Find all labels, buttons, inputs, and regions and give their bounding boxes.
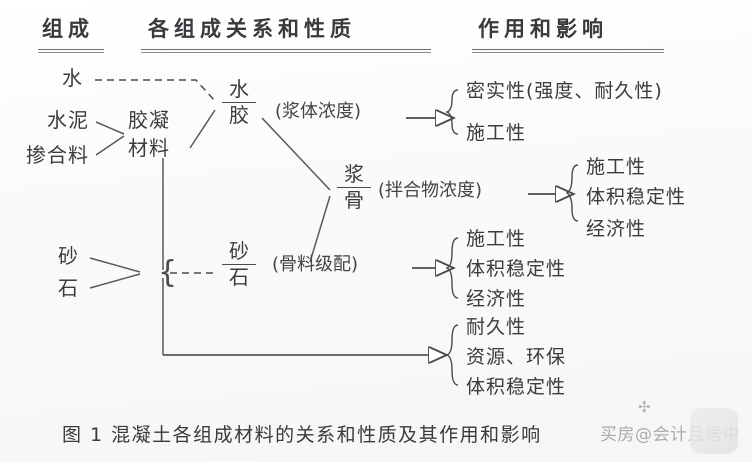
header-rule-composition bbox=[38, 49, 104, 53]
ratio-sand-stone-note: (骨料级配) bbox=[272, 254, 359, 275]
wire-admixture-to-binder bbox=[95, 135, 125, 156]
input-node-sand: 砂 bbox=[58, 244, 79, 268]
ratio-water-binder-bar bbox=[222, 102, 256, 103]
wire-stone-to-junction bbox=[89, 273, 141, 289]
ratio-water-binder-numerator: 水 bbox=[229, 77, 249, 101]
wire-sand-to-junction bbox=[89, 257, 141, 273]
outcome-group4-item1: 耐久性 bbox=[466, 316, 527, 338]
outcome-group1-item1: 密实性(强度、耐久性) bbox=[466, 80, 663, 102]
watermark-splatter-icon: ✣ bbox=[638, 398, 651, 416]
column-header-relations: 各组成关系和性质 bbox=[148, 17, 356, 41]
column-header-effects: 作用和影响 bbox=[478, 17, 608, 41]
ratio-sand-stone-bar bbox=[222, 264, 256, 265]
intermediate-node-binder-line2: 材料 bbox=[128, 136, 170, 160]
outcome-group3-item3: 经济性 bbox=[466, 288, 527, 310]
ratio-water-binder: 水 胶 bbox=[222, 78, 256, 127]
header-rule-relations bbox=[141, 49, 431, 53]
outcome-group3-item1: 施工性 bbox=[466, 228, 527, 250]
ratio-water-binder-denominator: 胶 bbox=[229, 103, 249, 127]
brace-group4 bbox=[445, 324, 459, 386]
input-node-cement: 水泥 bbox=[47, 108, 89, 132]
wire-cement-to-binder bbox=[95, 121, 125, 135]
wire-waterbinder-to-paste bbox=[261, 117, 331, 191]
wire-binder-to-water-binder-ratio bbox=[189, 109, 216, 149]
wire-aggregate-to-paste bbox=[309, 195, 331, 263]
ratio-water-binder-note: (浆体浓度) bbox=[275, 101, 362, 122]
brace-group1 bbox=[445, 89, 459, 135]
column-header-composition: 组成 bbox=[42, 17, 94, 41]
watermark-app-badge bbox=[690, 408, 738, 454]
junction-brace-aggregate: { bbox=[158, 255, 178, 290]
header-rule-effects bbox=[472, 49, 664, 53]
intermediate-node-binder-line1: 胶凝 bbox=[128, 108, 170, 132]
outcome-group2-item1: 施工性 bbox=[586, 156, 647, 178]
ratio-sand-stone-denominator: 石 bbox=[229, 265, 249, 289]
wire-water-to-ratio bbox=[95, 79, 216, 102]
outcome-group4-item3: 体积稳定性 bbox=[466, 376, 567, 398]
input-node-water: 水 bbox=[62, 66, 83, 90]
ratio-paste-aggregate-note: (拌合物浓度) bbox=[378, 180, 483, 201]
outcome-group2-item3: 经济性 bbox=[586, 218, 647, 240]
ratio-paste-aggregate-bar bbox=[337, 187, 371, 188]
outcome-group2-item2: 体积稳定性 bbox=[586, 186, 687, 208]
input-node-stone: 石 bbox=[58, 276, 79, 300]
brace-group2 bbox=[565, 164, 579, 222]
outcome-group4-item2: 资源、环保 bbox=[466, 346, 567, 368]
outcome-group3-item2: 体积稳定性 bbox=[466, 258, 567, 280]
outcome-group1-item2: 施工性 bbox=[466, 122, 527, 144]
ratio-paste-aggregate-denominator: 骨 bbox=[344, 188, 364, 212]
figure-caption: 图 1 混凝土各组成材料的关系和性质及其作用和影响 bbox=[62, 424, 542, 446]
ratio-paste-aggregate: 浆 骨 bbox=[337, 163, 371, 212]
ratio-paste-aggregate-numerator: 浆 bbox=[344, 162, 364, 186]
input-node-admixture: 掺合料 bbox=[26, 143, 89, 167]
ratio-sand-stone: 砂 石 bbox=[222, 240, 256, 289]
brace-group3 bbox=[445, 237, 459, 299]
ratio-sand-stone-numerator: 砂 bbox=[229, 239, 249, 263]
